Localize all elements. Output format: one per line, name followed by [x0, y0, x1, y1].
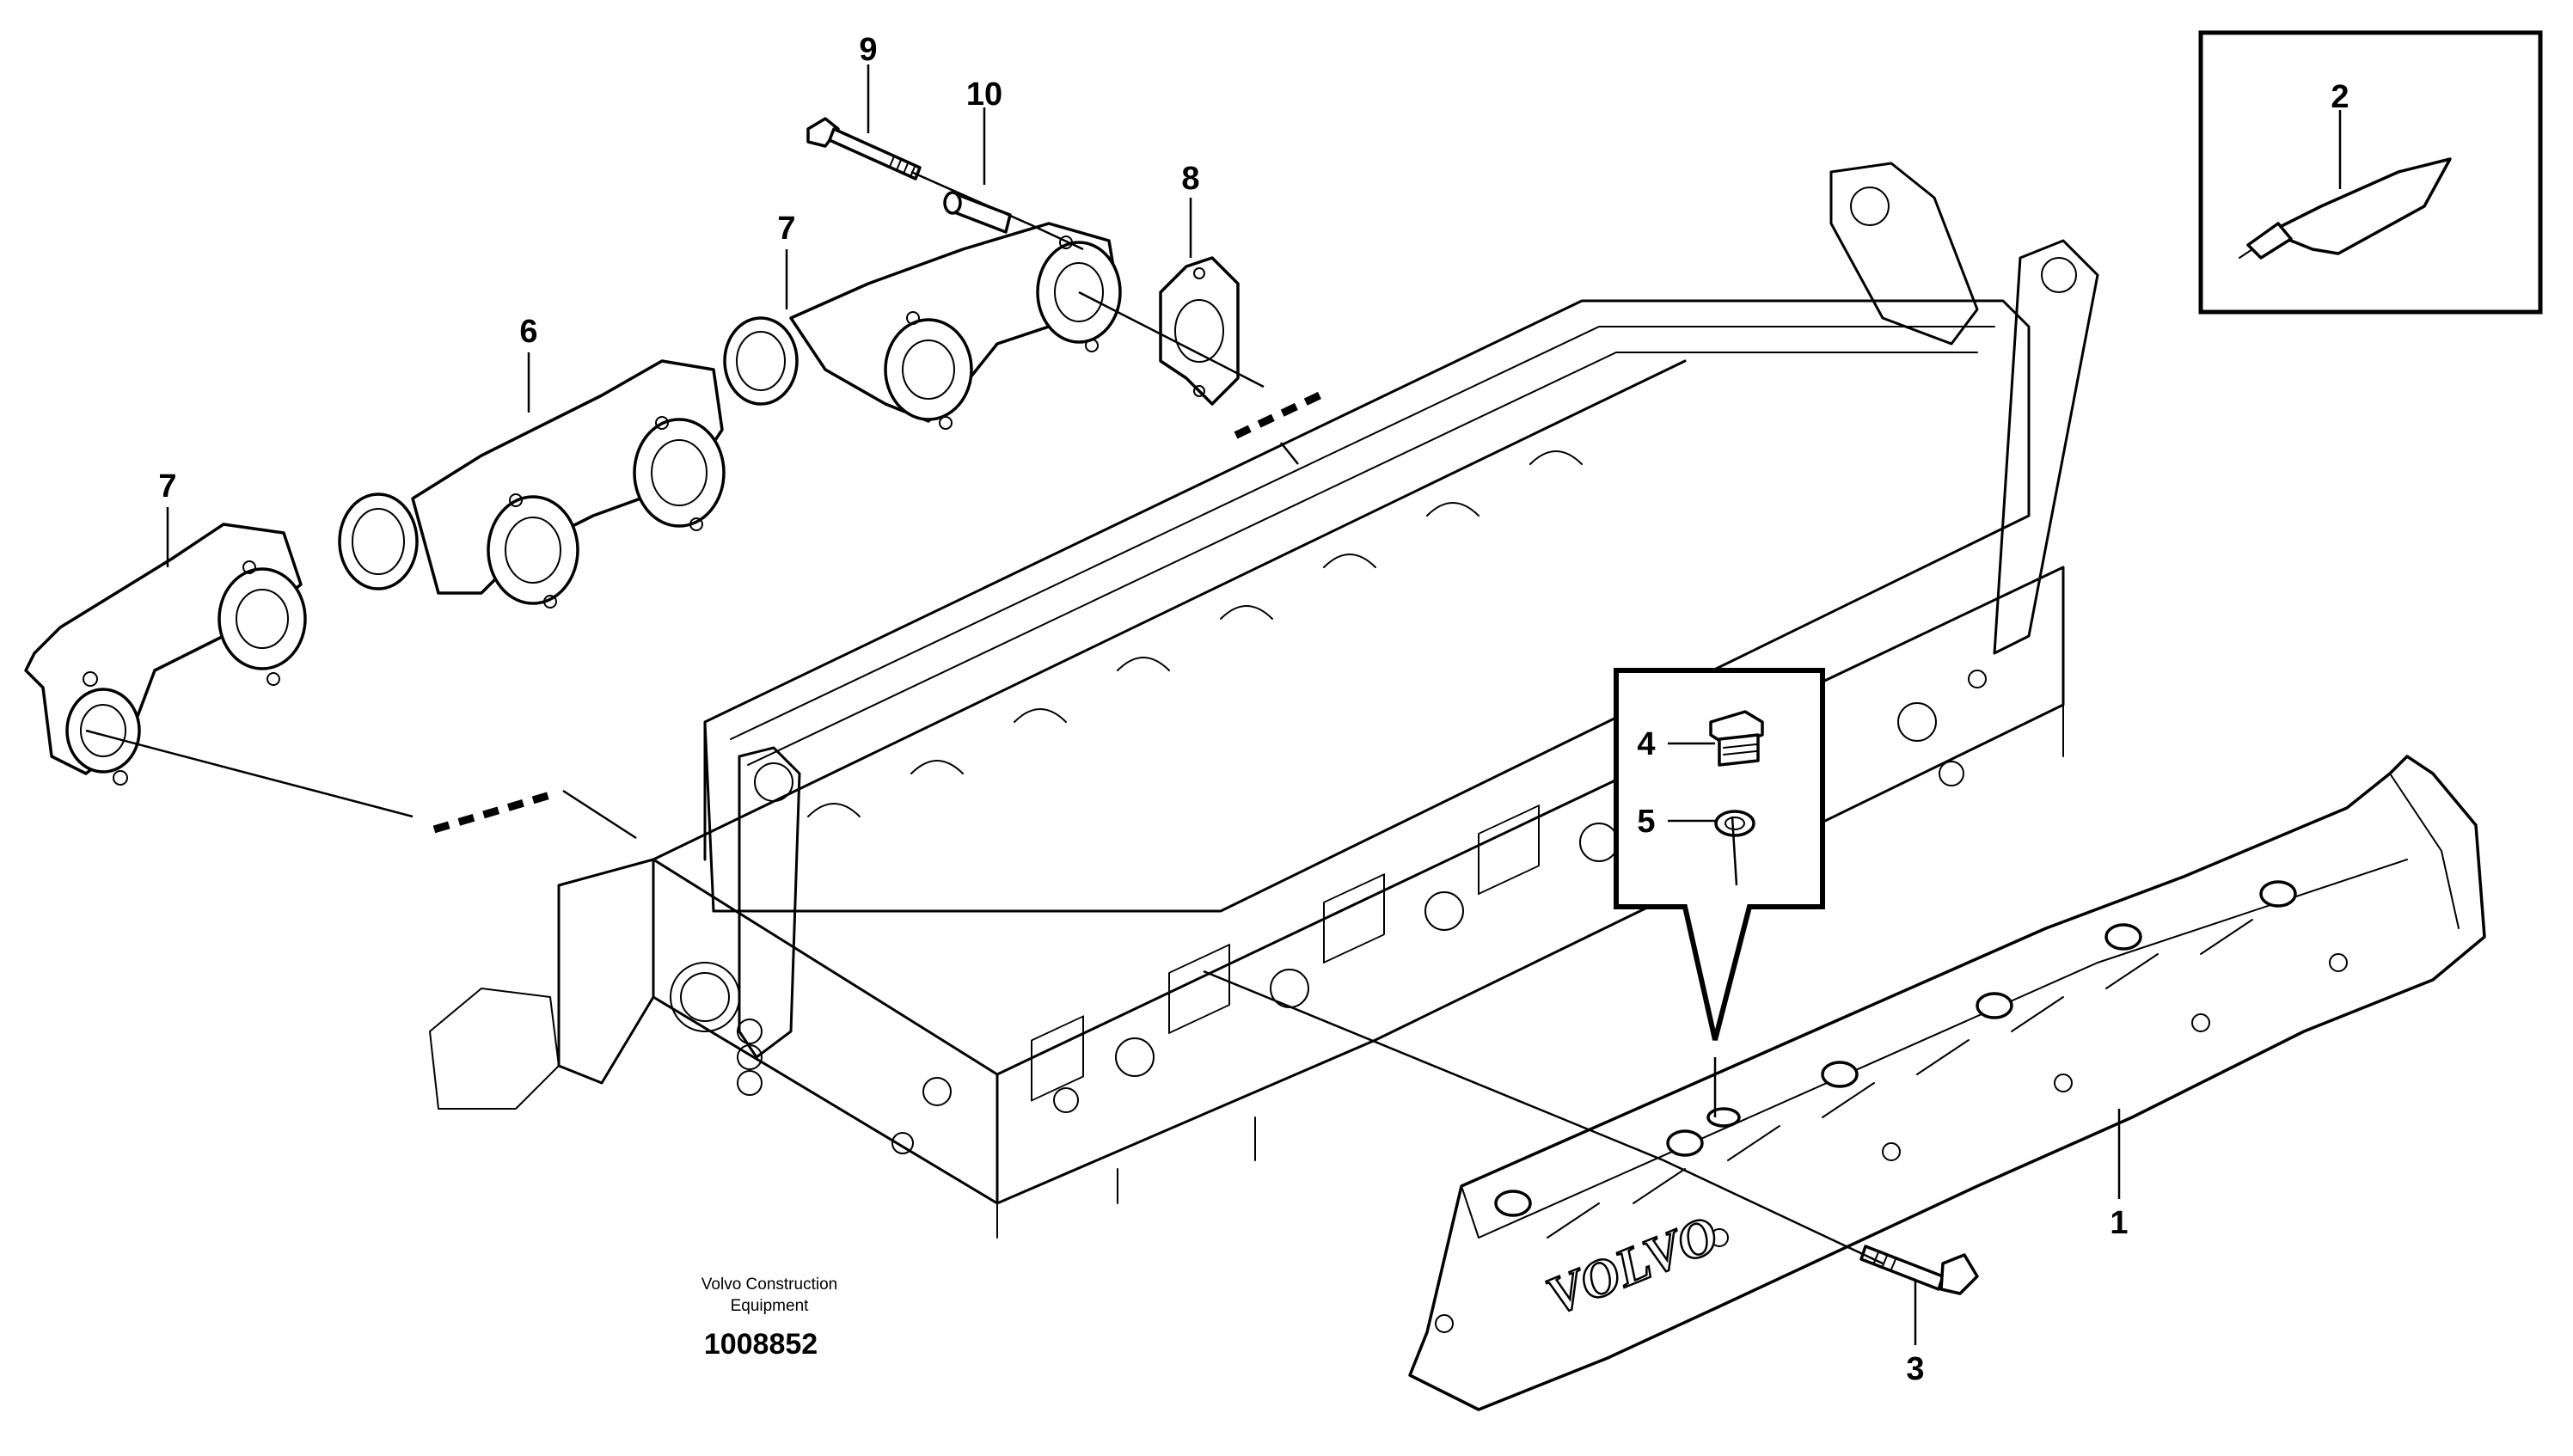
callout-7-left: 7 [158, 468, 176, 505]
exhaust-manifold-middle-section [411, 359, 726, 609]
inset-plug-washer [1614, 668, 1825, 1041]
callout-7-right: 7 [777, 211, 795, 247]
manifold-bolt-long [806, 117, 922, 180]
slip-joint-sleeve-right [723, 316, 799, 406]
callout-5: 5 [1637, 804, 1655, 840]
callout-2: 2 [2331, 79, 2349, 115]
inset-sealant-compound [2198, 30, 2543, 315]
callout-leaders [166, 64, 2342, 1345]
drawing-number: 1008852 [704, 1328, 818, 1361]
part-callout-labels: 1 2 3 4 5 6 7 7 8 9 10 [158, 32, 2349, 1387]
callout-9: 9 [859, 32, 877, 68]
exhaust-pipe-left [24, 523, 307, 786]
manifold-bolt-short [1859, 1245, 1979, 1295]
company-name-line1: Volvo Construction [701, 1276, 837, 1294]
drawing-footer: Volvo Construction Equipment 1008852 [701, 1276, 837, 1361]
callout-4: 4 [1637, 726, 1655, 762]
company-name-line2: Equipment [731, 1297, 810, 1315]
exhaust-manifold-main: VOLVO [1408, 755, 2486, 1411]
assembly-center-lines [85, 170, 1884, 1265]
exhaust-pipe-right [789, 222, 1122, 430]
callout-3: 3 [1906, 1351, 1924, 1387]
flange-gasket [1159, 256, 1240, 406]
callout-8: 8 [1181, 161, 1199, 197]
callout-1: 1 [2110, 1205, 2128, 1241]
callout-6: 6 [519, 314, 537, 350]
slip-joint-sleeve-left [338, 492, 419, 590]
callout-10: 10 [966, 76, 1002, 113]
